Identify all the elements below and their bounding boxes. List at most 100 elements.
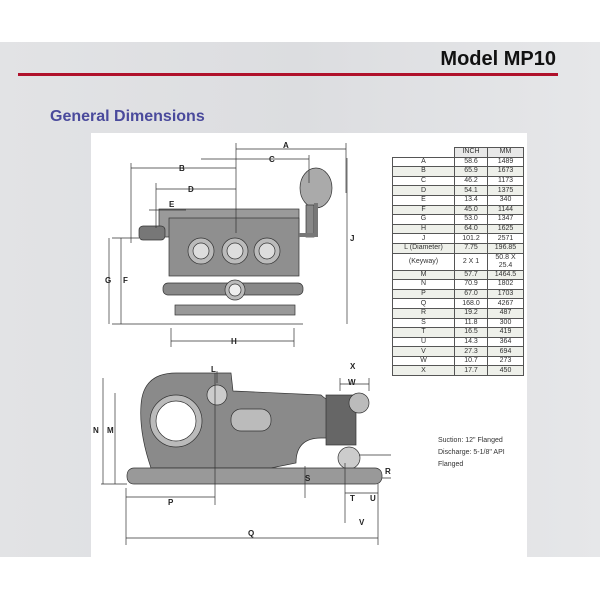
inch-value: 65.9	[454, 166, 488, 177]
inch-value: 67.0	[454, 288, 488, 300]
mm-value: 300	[487, 317, 524, 329]
inch-value: 64.0	[454, 223, 488, 235]
dimension-key: G	[392, 214, 455, 225]
mm-value: 2571	[487, 233, 524, 244]
dim-label-r: R	[385, 467, 391, 476]
inch-value: 46.2	[454, 175, 488, 187]
mm-value: 1489	[487, 156, 524, 168]
dim-label-u: U	[370, 494, 376, 503]
dimension-key: L (Diameter)	[392, 242, 455, 254]
dim-label-v: V	[359, 518, 365, 527]
dim-label-e: E	[169, 200, 175, 209]
mm-value: 50.8 X 25.4	[487, 252, 524, 271]
inch-value: 16.5	[454, 327, 488, 338]
dimension-key: P	[392, 288, 455, 300]
inch-value: 7.75	[454, 242, 488, 254]
dim-label-p: P	[168, 498, 174, 507]
connection-notes: Suction: 12" Flanged Discharge: 5-1/8" A…	[438, 435, 527, 471]
mm-value: 273	[487, 355, 524, 367]
column-header	[393, 148, 455, 158]
inch-value: 11.8	[454, 317, 488, 329]
dim-label-q: Q	[248, 529, 254, 538]
pump-side-view	[126, 372, 383, 485]
inch-value: 53.0	[454, 214, 488, 225]
dimension-key: X	[392, 365, 455, 377]
dimension-key: U	[392, 336, 455, 348]
dimension-key: M	[392, 269, 455, 281]
dim-label-d: D	[188, 185, 194, 194]
dim-label-c: C	[269, 155, 275, 164]
mm-value: 364	[487, 336, 524, 348]
dim-label-j: J	[350, 234, 354, 243]
mm-value: 1802	[487, 279, 524, 290]
mm-value: 1625	[487, 223, 524, 235]
inch-value: 57.7	[454, 269, 488, 281]
dim-label-l: L	[211, 365, 216, 374]
discharge-note: Discharge: 5-1/8" API Flanged	[438, 449, 505, 468]
dim-label-n: N	[93, 426, 99, 435]
inch-value: 14.3	[454, 336, 488, 348]
mm-value: 1464.5	[487, 269, 524, 281]
inch-value: 19.2	[454, 307, 488, 319]
dimension-key: H	[392, 223, 455, 235]
inch-value: 10.7	[454, 355, 488, 367]
dim-label-s: S	[305, 474, 311, 483]
dimension-key: W	[392, 355, 455, 367]
dimension-key: T	[392, 327, 455, 338]
inch-value: 2 X 1	[454, 252, 488, 271]
table-header-row: INCH MM	[393, 147, 524, 158]
inch-value: 58.6	[454, 156, 488, 168]
header-divider	[18, 73, 558, 76]
dimension-key: N	[392, 279, 455, 290]
dimension-key: R	[392, 307, 455, 319]
dimension-key: B	[392, 166, 455, 177]
inch-value: 27.3	[454, 346, 488, 357]
mm-value: 1375	[487, 185, 524, 196]
mm-value: 1673	[487, 166, 524, 177]
mm-value: 196.85	[487, 242, 524, 254]
column-header: MM	[487, 147, 524, 158]
mm-value: 1173	[487, 175, 524, 187]
dim-label-w: W	[348, 378, 356, 387]
column-header: INCH	[454, 147, 488, 158]
mm-value: 4267	[487, 298, 524, 309]
dimension-key: A	[392, 156, 455, 168]
section-title: General Dimensions	[50, 108, 205, 125]
dim-label-a: A	[283, 141, 289, 150]
pump-dimension-drawing: A B C D E G F H J N M P Q L W X S T U V …	[93, 141, 391, 545]
dim-label-m: M	[107, 426, 114, 435]
mm-value: 1144	[487, 204, 524, 216]
inch-value: 101.2	[454, 233, 488, 244]
mm-value: 419	[487, 327, 524, 338]
mm-value: 487	[487, 307, 524, 319]
dimension-key: E	[392, 194, 455, 206]
dim-label-f: F	[123, 276, 128, 285]
dim-label-h: H	[231, 337, 237, 346]
dimensions-panel: A B C D E G F H J N M P Q L W X S T U V …	[91, 133, 527, 557]
dimension-key: C	[392, 175, 455, 187]
dimension-key: Q	[392, 298, 455, 309]
inch-value: 168.0	[454, 298, 488, 309]
suction-note: Suction: 12" Flanged	[438, 437, 503, 444]
dimension-key: S	[392, 317, 455, 329]
inch-value: 17.7	[454, 365, 488, 377]
pump-front-view	[138, 167, 333, 316]
dimension-key: J	[392, 233, 455, 244]
dim-label-x: X	[350, 362, 356, 371]
